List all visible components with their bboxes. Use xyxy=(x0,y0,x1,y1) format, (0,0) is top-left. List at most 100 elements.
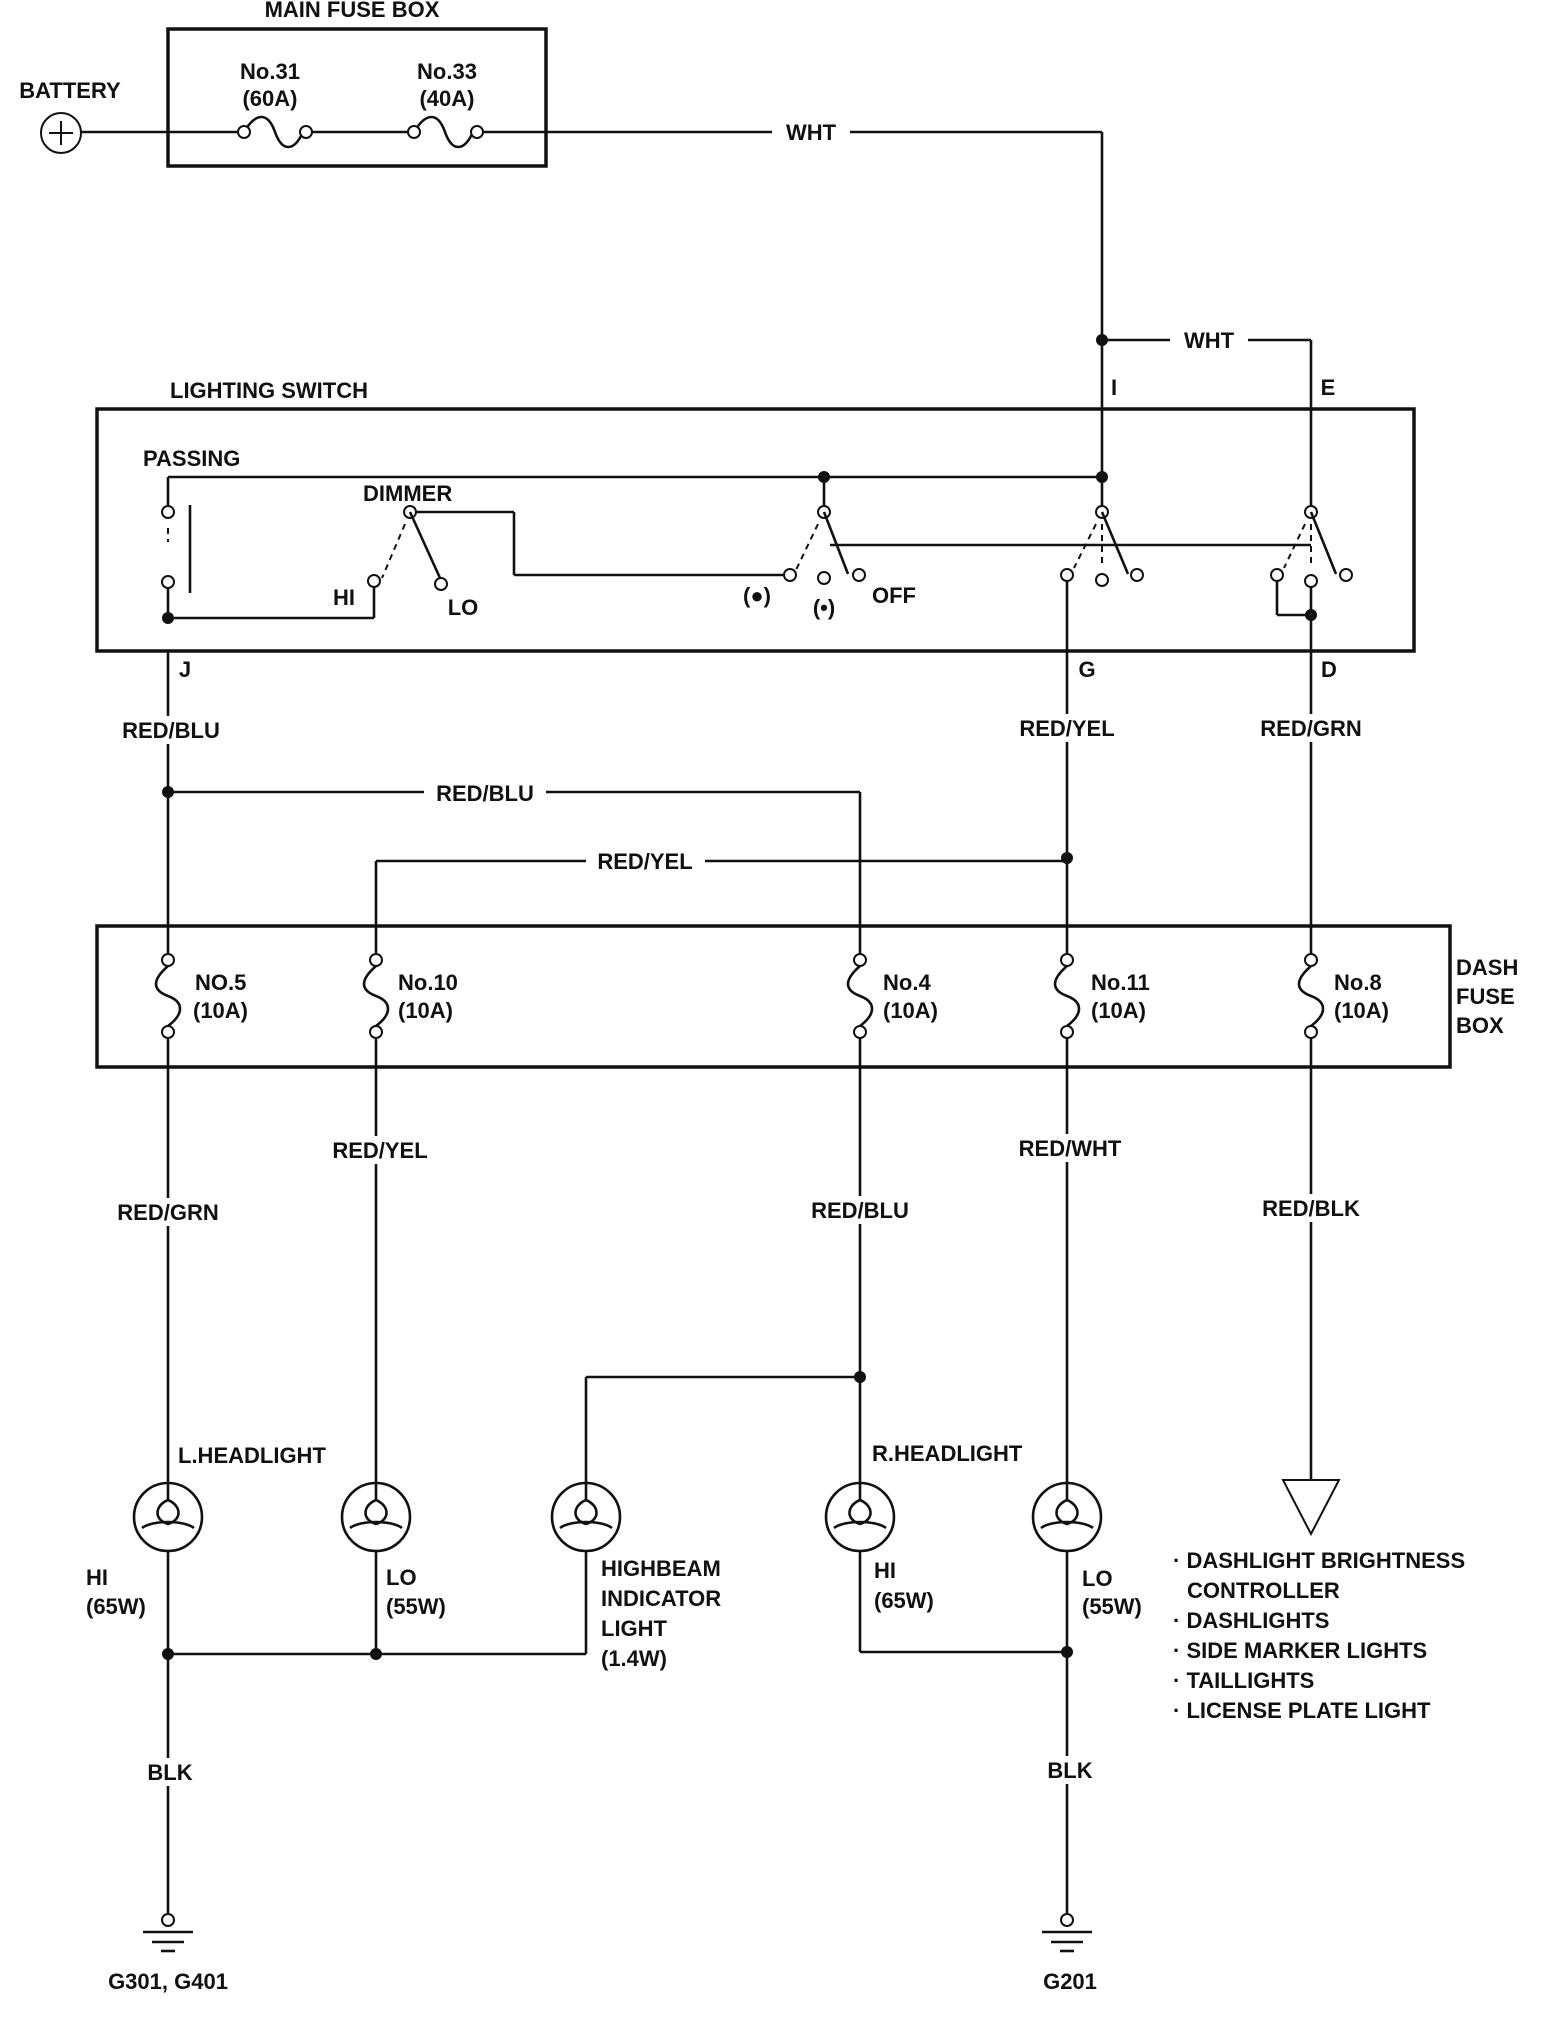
off-label: OFF xyxy=(872,583,916,608)
fuse-31-symbol xyxy=(242,115,305,149)
wire-blk-left-label: BLK xyxy=(147,1760,192,1785)
l-headlight-label: L.HEADLIGHT xyxy=(178,1443,326,1468)
load-arrow-icon xyxy=(1281,1479,1341,1537)
load-item: · LICENSE PLATE LIGHT xyxy=(1173,1698,1431,1723)
bulb-l-lo xyxy=(340,1481,412,1654)
pos-large-label: (●) xyxy=(743,583,771,608)
fuse-33-number: No.33 xyxy=(417,59,477,84)
fuse-no11: No.11 (10A) xyxy=(1053,953,1150,1039)
dash-fuse-box-title-1: DASH xyxy=(1456,955,1518,980)
fuse-33-rating: (40A) xyxy=(419,86,474,111)
wire-blk-right-label: BLK xyxy=(1047,1758,1092,1783)
wire-red-blu-j-label: RED/BLU xyxy=(122,718,220,743)
terminal-g-label: G xyxy=(1078,657,1095,682)
wires-lower: RED/GRN RED/YEL RED/BLU RED/WHT RED/BLK xyxy=(104,1038,1374,1537)
bulb-l-hi xyxy=(132,1481,204,1654)
fuse-33-symbol xyxy=(412,115,475,149)
wire-red-blu-bus-label: RED/BLU xyxy=(436,781,534,806)
loads-list: · DASHLIGHT BRIGHTNESS CONTROLLER · DASH… xyxy=(1173,1548,1465,1723)
switch-e xyxy=(1270,505,1353,651)
wire-red-yel-g-label: RED/YEL xyxy=(1019,716,1114,741)
terminal-j-label: J xyxy=(179,657,191,682)
wire-red-yel-bus-label: RED/YEL xyxy=(597,849,692,874)
fuse-31-number: No.31 xyxy=(240,59,300,84)
r-headlight-label: R.HEADLIGHT xyxy=(872,1441,1023,1466)
wire-wht-branch: WHT I E xyxy=(1096,328,1335,506)
battery: BATTERY xyxy=(19,78,121,154)
highbeam-label-1: HIGHBEAM xyxy=(601,1556,721,1581)
bulb-highbeam-indicator xyxy=(550,1481,622,1654)
battery-label: BATTERY xyxy=(19,78,121,103)
terminal-d-label: D xyxy=(1321,657,1337,682)
l-hi-label: HI xyxy=(86,1565,108,1590)
fuse-no11-rating: (10A) xyxy=(1091,998,1146,1023)
switch-i xyxy=(1060,477,1144,651)
fuse-no8: No.8 (10A) xyxy=(1297,953,1389,1039)
load-item: · SIDE MARKER LIGHTS xyxy=(1173,1638,1427,1663)
bulb-r-hi xyxy=(824,1481,896,1652)
terminal-i-label: I xyxy=(1111,375,1117,400)
passing-switch xyxy=(161,488,192,618)
dash-fuse-box-title-3: BOX xyxy=(1456,1013,1504,1038)
fuse-no10-rating: (10A) xyxy=(398,998,453,1023)
fuse-no8-rating: (10A) xyxy=(1334,998,1389,1023)
lighting-switch: LIGHTING SWITCH PASSING DIMMER HI LO xyxy=(95,378,1416,682)
ground-right-label: G201 xyxy=(1043,1969,1097,1994)
dimmer-label: DIMMER xyxy=(363,481,452,506)
highbeam-label-4: (1.4W) xyxy=(601,1646,667,1671)
load-item: CONTROLLER xyxy=(1187,1578,1340,1603)
pos-small-label: (•) xyxy=(813,595,835,620)
wire-red-blk-f8-label: RED/BLK xyxy=(1262,1196,1360,1221)
load-item: · DASHLIGHT BRIGHTNESS xyxy=(1173,1548,1465,1573)
fuse-no10: No.10 (10A) xyxy=(362,953,458,1039)
r-hi-label: HI xyxy=(874,1558,896,1583)
wires-upper: RED/BLU RED/BLU RED/YEL RED/YEL RED/GRN xyxy=(108,651,1374,954)
fuse-no10-number: No.10 xyxy=(398,970,458,995)
dimmer-switch: HI LO xyxy=(162,505,784,624)
ground-icon xyxy=(143,1930,193,1953)
fuse-no4-number: No.4 xyxy=(883,970,931,995)
fuse-no8-number: No.8 xyxy=(1334,970,1382,995)
main-fuse-box-title: MAIN FUSE BOX xyxy=(265,0,440,22)
passing-label: PASSING xyxy=(143,446,240,471)
bulb-r-lo xyxy=(1031,1481,1103,1652)
ground-left-label: G301, G401 xyxy=(108,1969,228,1994)
terminal-e-label: E xyxy=(1321,375,1336,400)
load-item: · DASHLIGHTS xyxy=(1173,1608,1329,1633)
r-lo-label: LO xyxy=(1082,1566,1113,1591)
l-lo-label: LO xyxy=(386,1565,417,1590)
fuse-no5-number: NO.5 xyxy=(195,970,246,995)
r-lo-watt: (55W) xyxy=(1082,1594,1142,1619)
fuse-no4-rating: (10A) xyxy=(883,998,938,1023)
dash-fuse-box: DASH FUSE BOX NO.5 (10A) No.10 (10A) No.… xyxy=(95,924,1518,1069)
highbeam-label-3: LIGHT xyxy=(601,1616,668,1641)
fuse-no5-rating: (10A) xyxy=(193,998,248,1023)
wire-red-grn-f5-label: RED/GRN xyxy=(117,1200,218,1225)
main-fuse-box: MAIN FUSE BOX No.31 (60A) No.33 (40A) xyxy=(166,0,548,168)
headlight-switch: (●) (•) OFF xyxy=(166,471,1311,620)
l-lo-watt: (55W) xyxy=(386,1594,446,1619)
ground-right: BLK G201 xyxy=(860,1646,1100,1994)
dash-fuse-box-title-2: FUSE xyxy=(1456,984,1515,1009)
wire-red-grn-d-label: RED/GRN xyxy=(1260,716,1361,741)
load-item: · TAILLIGHTS xyxy=(1173,1668,1314,1693)
lighting-switch-title: LIGHTING SWITCH xyxy=(170,378,368,403)
wire-wht-branch-label: WHT xyxy=(1184,328,1235,353)
fuse-no5: NO.5 (10A) xyxy=(154,953,248,1039)
dimmer-lo-label: LO xyxy=(448,595,479,620)
wire-wht-main-label: WHT xyxy=(786,120,837,145)
l-hi-watt: (65W) xyxy=(86,1594,146,1619)
lights: L.HEADLIGHT R.HEADLIGHT xyxy=(86,1441,1142,1671)
fuse-31-rating: (60A) xyxy=(242,86,297,111)
wire-red-wht-f11-label: RED/WHT xyxy=(1019,1136,1122,1161)
fuse-no4: No.4 (10A) xyxy=(846,953,938,1039)
wire-red-yel-f10-label: RED/YEL xyxy=(332,1138,427,1163)
wire-red-blu-f4-label: RED/BLU xyxy=(811,1198,909,1223)
dimmer-hi-label: HI xyxy=(333,585,355,610)
r-hi-watt: (65W) xyxy=(874,1588,934,1613)
ground-left: BLK G301, G401 xyxy=(108,1648,586,1994)
highbeam-label-2: INDICATOR xyxy=(601,1586,721,1611)
wire-battery-main: WHT xyxy=(81,120,1104,474)
ground-icon xyxy=(1042,1930,1092,1953)
